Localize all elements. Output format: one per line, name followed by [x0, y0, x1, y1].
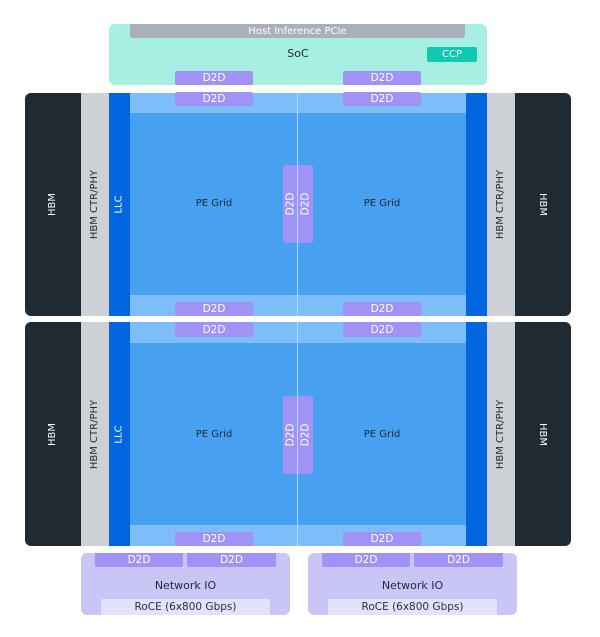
- d2d-bottom-left: D2D: [175, 302, 253, 316]
- d2d-center-a: D2D: [283, 165, 297, 243]
- host-inference-pcie: Host Inference PCIe: [130, 24, 465, 38]
- llc-left: LLC: [109, 93, 130, 316]
- d2d-bottom-left: D2D: [175, 532, 253, 546]
- hbm-left: HBM: [25, 93, 81, 316]
- d2d-center-b: D2D: [298, 396, 313, 474]
- hbm-right: HBM: [515, 93, 571, 316]
- d2d-top-right: D2D: [343, 322, 421, 337]
- llc-right: [466, 322, 487, 546]
- llc-label: LLC: [114, 424, 125, 444]
- hbm-left-label: HBM: [47, 192, 59, 217]
- d2d-center-a: D2D: [283, 396, 297, 474]
- hbm-ctr-phy-left: HBM CTR/PHY: [81, 322, 109, 546]
- hbm-ctr-phy-right: HBM CTR/PHY: [487, 93, 515, 316]
- soc-d2d-right: D2D: [343, 71, 421, 85]
- network-io-right-d2d-a: D2D: [322, 553, 410, 567]
- hbm-right-label: HBM: [537, 422, 549, 446]
- network-io-left-d2d-b: D2D: [187, 553, 276, 567]
- phy-left-label: HBM CTR/PHY: [89, 399, 101, 469]
- ccp-block: CCP: [427, 47, 477, 62]
- network-io-right-d2d-b: D2D: [414, 553, 503, 567]
- d2d-top-left: D2D: [175, 92, 253, 106]
- network-io-left-d2d-a: D2D: [95, 553, 183, 567]
- network-io-right-label: Network IO: [381, 578, 444, 592]
- pe-grid-left: PE Grid: [195, 197, 233, 209]
- compute-die-1: HBM HBM CTR/PHY LLC PE Grid PE Grid HBM …: [25, 92, 571, 316]
- hbm-right: HBM: [515, 322, 571, 546]
- network-io-left-roce: RoCE (6x800 Gbps): [101, 599, 270, 615]
- d2d-top-right: D2D: [343, 92, 421, 106]
- d2d-center-b-label: D2D: [299, 192, 312, 216]
- hbm-ctr-phy-left: HBM CTR/PHY: [81, 93, 109, 316]
- compute-die-2: HBM HBM CTR/PHY LLC PE Grid PE Grid HBM …: [25, 322, 571, 546]
- d2d-bottom-right: D2D: [343, 302, 421, 316]
- network-io-left-label: Network IO: [154, 578, 217, 592]
- llc-left: LLC: [109, 322, 130, 546]
- soc-label: SoC: [287, 46, 309, 60]
- d2d-center-b: D2D: [298, 165, 313, 243]
- hbm-ctr-phy-right: HBM CTR/PHY: [487, 322, 515, 546]
- center-divider: [297, 93, 298, 316]
- network-io-right-roce: RoCE (6x800 Gbps): [328, 599, 497, 615]
- d2d-center-b-label: D2D: [299, 423, 312, 447]
- phy-right-label: HBM CTR/PHY: [495, 399, 507, 469]
- llc-right: [466, 93, 487, 316]
- center-divider: [297, 322, 298, 546]
- d2d-center-a-label: D2D: [284, 423, 297, 447]
- soc-d2d-left: D2D: [175, 71, 253, 85]
- d2d-top-left: D2D: [175, 322, 253, 337]
- d2d-bottom-right: D2D: [343, 532, 421, 546]
- hbm-right-label: HBM: [537, 192, 549, 217]
- pe-grid-left: PE Grid: [195, 428, 233, 440]
- hbm-left: HBM: [25, 322, 81, 546]
- hbm-left-label: HBM: [47, 422, 59, 446]
- llc-label: LLC: [114, 195, 125, 214]
- d2d-center-a-label: D2D: [284, 192, 297, 216]
- pe-grid-right: PE Grid: [363, 197, 401, 209]
- pe-grid-right: PE Grid: [363, 428, 401, 440]
- phy-left-label: HBM CTR/PHY: [89, 169, 101, 240]
- phy-right-label: HBM CTR/PHY: [495, 169, 507, 240]
